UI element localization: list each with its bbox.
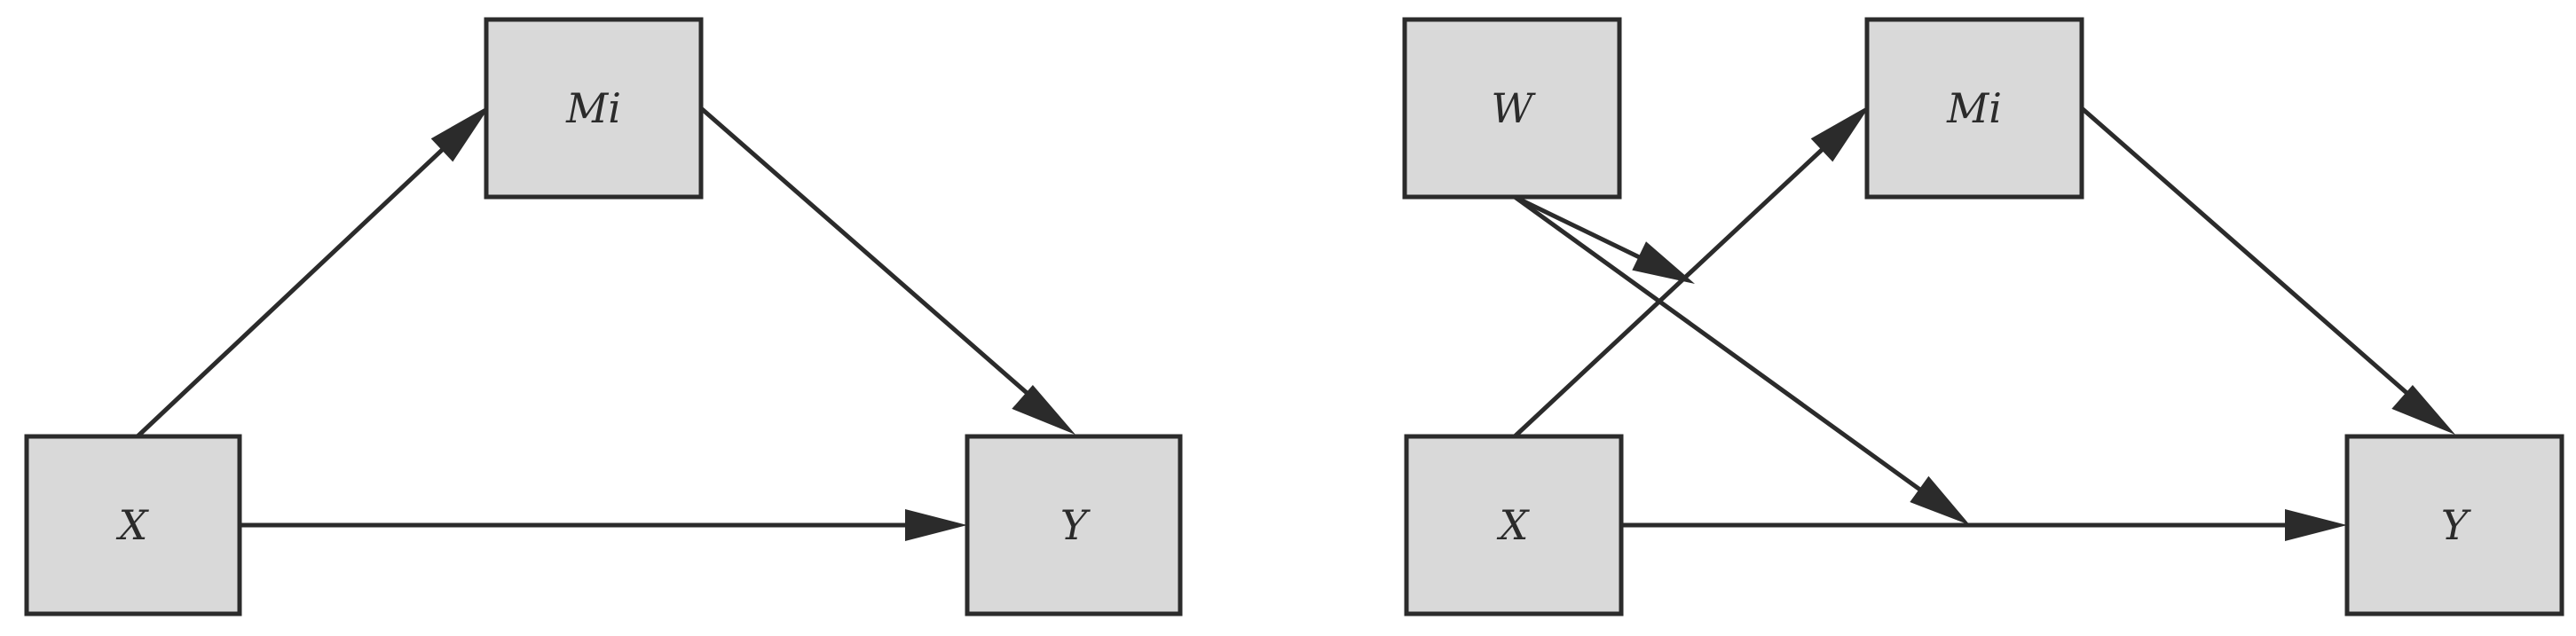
node-x-label: X [1497, 501, 1531, 549]
node-y: Y [965, 434, 1183, 616]
node-mi: Mi [1864, 17, 2084, 200]
node-x: X [1404, 434, 1624, 616]
node-mi-label: Mi [1946, 84, 2002, 132]
node-y-label: Y [1060, 501, 1091, 549]
edge-mi-to-y [699, 106, 1075, 435]
node-y-label: Y [2441, 501, 2472, 549]
node-w: W [1402, 17, 1622, 200]
node-x-label: X [116, 501, 150, 549]
edge-mi-to-y [2080, 106, 2455, 435]
node-y: Y [2344, 434, 2564, 616]
simple-mediation-diagram: X Mi Y [24, 17, 1183, 616]
node-mi: Mi [484, 17, 704, 200]
edge-w-moderates-x-y [1513, 194, 1970, 525]
moderated-mediation-diagram: W Mi X Y [1402, 17, 2564, 616]
edge-x-to-mi [136, 105, 491, 438]
node-x: X [24, 434, 242, 616]
edge-x-to-y [240, 509, 967, 541]
edge-x-to-mi [1513, 105, 1871, 438]
node-mi-label: Mi [565, 84, 621, 132]
edge-w-moderates-x-mi [1513, 194, 1695, 284]
node-w-label: W [1491, 84, 1536, 132]
edge-x-to-y [1621, 509, 2347, 541]
